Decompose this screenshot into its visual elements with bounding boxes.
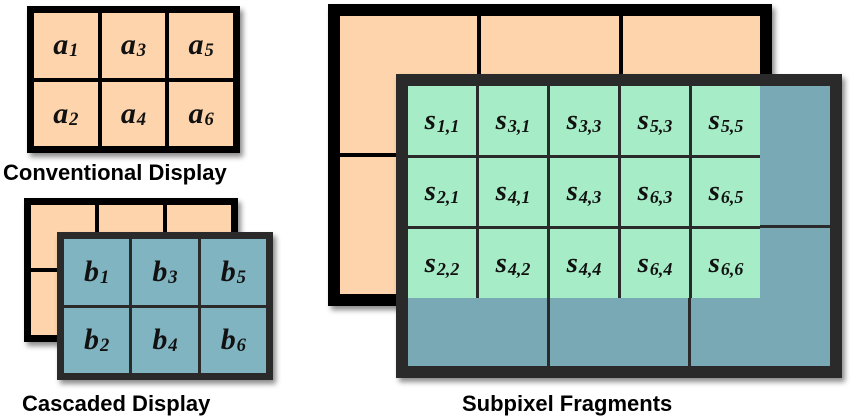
subpixel-fragments-caption: Subpixel Fragments xyxy=(462,391,673,416)
cascaded-display-caption: Cascaded Display xyxy=(22,391,211,416)
conventional-display-caption: Conventional Display xyxy=(3,160,227,185)
